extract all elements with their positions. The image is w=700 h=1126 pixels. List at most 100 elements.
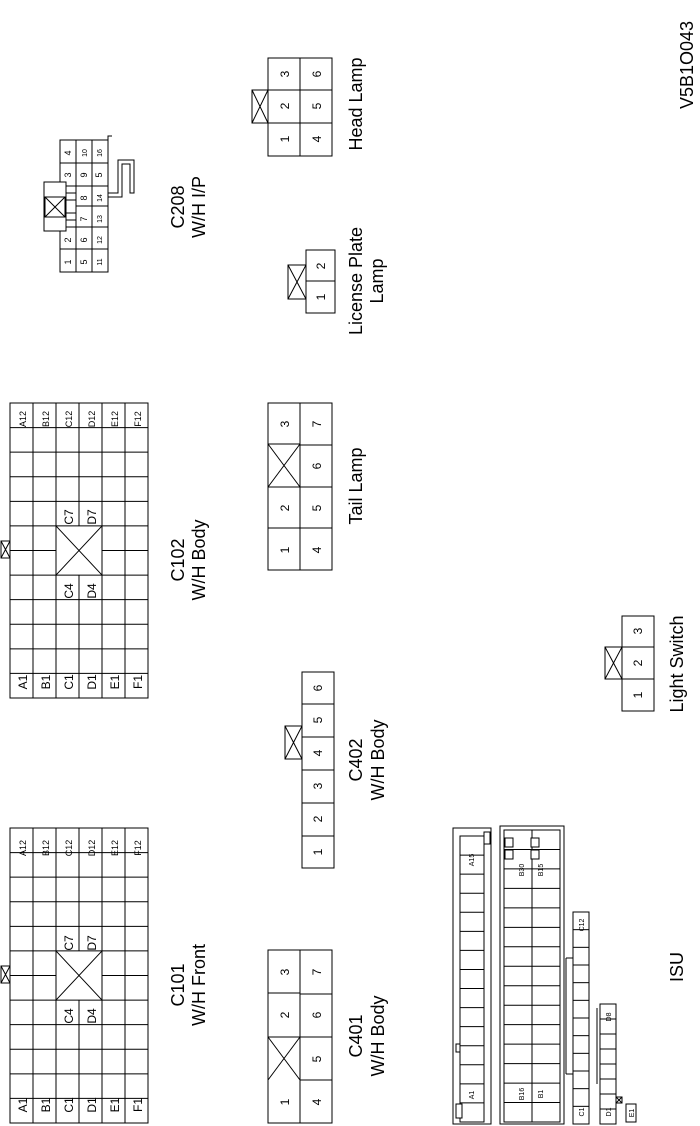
lock-tab-icon <box>251 89 269 124</box>
pin-label: B12 <box>41 411 51 427</box>
pin-label: 7 <box>310 420 324 427</box>
connector-id: C102 <box>168 538 188 581</box>
pin-label: A12 <box>18 411 28 427</box>
pin-label: B1 <box>538 1090 545 1099</box>
pin-label: F1 <box>131 675 145 689</box>
pin-label: 2 <box>631 659 645 666</box>
pin-label: 16 <box>97 149 104 157</box>
diagram-id: V5B1O043 <box>677 21 697 109</box>
connector-c101: A1 B1 C1 D1 E1 F1 A12 B12 C12 D12 E12 F1… <box>0 827 209 1124</box>
pin-label: 6 <box>79 237 89 242</box>
pin-label: 3 <box>278 968 292 975</box>
lock-tab-icon <box>44 196 66 218</box>
pin-label: C4 <box>62 583 76 599</box>
connector-id: C101 <box>168 963 188 1006</box>
pin-label: 5 <box>79 259 89 264</box>
pin-label: 6 <box>310 70 324 77</box>
pin-label: 3 <box>278 70 292 77</box>
pin-label: 5 <box>311 716 325 723</box>
pin-label: 1 <box>63 259 73 264</box>
lock-tab-icon <box>615 1096 623 1104</box>
connector-c401: 1 2 3 4 5 6 7 C401 W/H Body <box>267 949 388 1124</box>
pin-label: E12 <box>110 840 120 856</box>
pin-label: 2 <box>63 237 73 242</box>
pin-label: B1 <box>39 674 53 689</box>
pin-label: 2 <box>278 102 292 109</box>
pin-label: 1 <box>311 848 325 855</box>
lock-tab-icon <box>284 725 303 760</box>
pin-label: F12 <box>133 411 143 427</box>
pin-label: 11 <box>97 258 104 265</box>
pin-label: C1 <box>62 674 76 690</box>
pin-label: 3 <box>63 172 73 177</box>
lock-tab-icon <box>0 965 11 984</box>
pin-label: C7 <box>62 509 76 525</box>
connector-id: C208 <box>168 185 188 228</box>
pin-label: 3 <box>631 627 645 634</box>
pin-label: C4 <box>62 1008 76 1024</box>
pin-label: 8 <box>79 195 89 200</box>
pin-label: E1 <box>629 1109 636 1118</box>
pin-label: A1 <box>469 1091 476 1100</box>
lock-tab-icon <box>0 540 11 559</box>
pin-label: A1 <box>16 674 30 689</box>
connector-isu: A1 A15 B16 B1 B30 B15 C1 C12 D1 D8 E1 IS… <box>452 825 687 1125</box>
pin-label: 4 <box>63 150 73 155</box>
cavity-x-line <box>55 525 103 576</box>
component-name: Light Switch <box>667 615 687 712</box>
harness-name: W/H Body <box>368 995 388 1076</box>
pin-label: 4 <box>311 749 325 756</box>
pin-label: 3 <box>311 782 325 789</box>
connector-c402: 1 2 3 4 5 6 C402 W/H Body <box>284 671 388 869</box>
lock-tab-icon <box>287 264 307 300</box>
pin-label: 4 <box>310 1098 324 1105</box>
lock-tab-icon <box>604 646 623 680</box>
pin-label: B15 <box>538 864 545 877</box>
pin-label: 4 <box>310 135 324 142</box>
pin-label: 1 <box>278 135 292 142</box>
pin-label: F1 <box>131 1098 145 1112</box>
cavity-x-line <box>55 950 103 1001</box>
component-name: Head Lamp <box>346 57 366 150</box>
pin-label: D12 <box>87 411 97 428</box>
harness-name: W/H Body <box>368 719 388 800</box>
pin-label: B30 <box>519 864 526 877</box>
pin-label: 14 <box>97 194 104 202</box>
pin-label: B16 <box>519 1088 526 1101</box>
pin-label: D12 <box>87 840 97 857</box>
pin-label: A15 <box>469 854 476 867</box>
component-name: License Plate <box>346 227 366 335</box>
harness-name: W/H Front <box>189 944 209 1026</box>
pin-label: C12 <box>64 840 74 857</box>
pin-label: C12 <box>579 918 586 931</box>
pin-label: 6 <box>310 1011 324 1018</box>
pin-label: 5 <box>310 102 324 109</box>
harness-name: W/H Body <box>189 519 209 600</box>
connector-light-switch: 1 2 3 Light Switch <box>604 615 687 713</box>
pin-label: 5 <box>310 1055 324 1062</box>
component-name: Lamp <box>367 258 387 303</box>
pin-label: 13 <box>97 215 104 223</box>
pin-label: B12 <box>41 840 51 856</box>
pin-label: E1 <box>108 674 122 689</box>
pin-label: D4 <box>85 583 99 599</box>
pin-label: 1 <box>278 1098 292 1105</box>
pin-label: E1 <box>108 1097 122 1112</box>
pin-label: A12 <box>18 840 28 856</box>
pin-label: 9 <box>79 172 89 177</box>
pin-label: E12 <box>110 411 120 427</box>
pin-label: 7 <box>310 968 324 975</box>
pin-label: 2 <box>278 1011 292 1018</box>
pin-label: 5 <box>310 504 324 511</box>
pin-label: 10 <box>82 149 89 157</box>
pin-label: 1 <box>278 546 292 553</box>
pin-label: D1 <box>606 1107 613 1116</box>
harness-name: W/H I/P <box>189 176 209 238</box>
pin-label: 5 <box>94 172 104 177</box>
pin-label: 7 <box>79 216 89 221</box>
pin-label: D4 <box>85 1008 99 1024</box>
component-name: ISU <box>667 952 687 982</box>
pin-label: A1 <box>16 1097 30 1112</box>
connector-id: C402 <box>346 738 366 781</box>
